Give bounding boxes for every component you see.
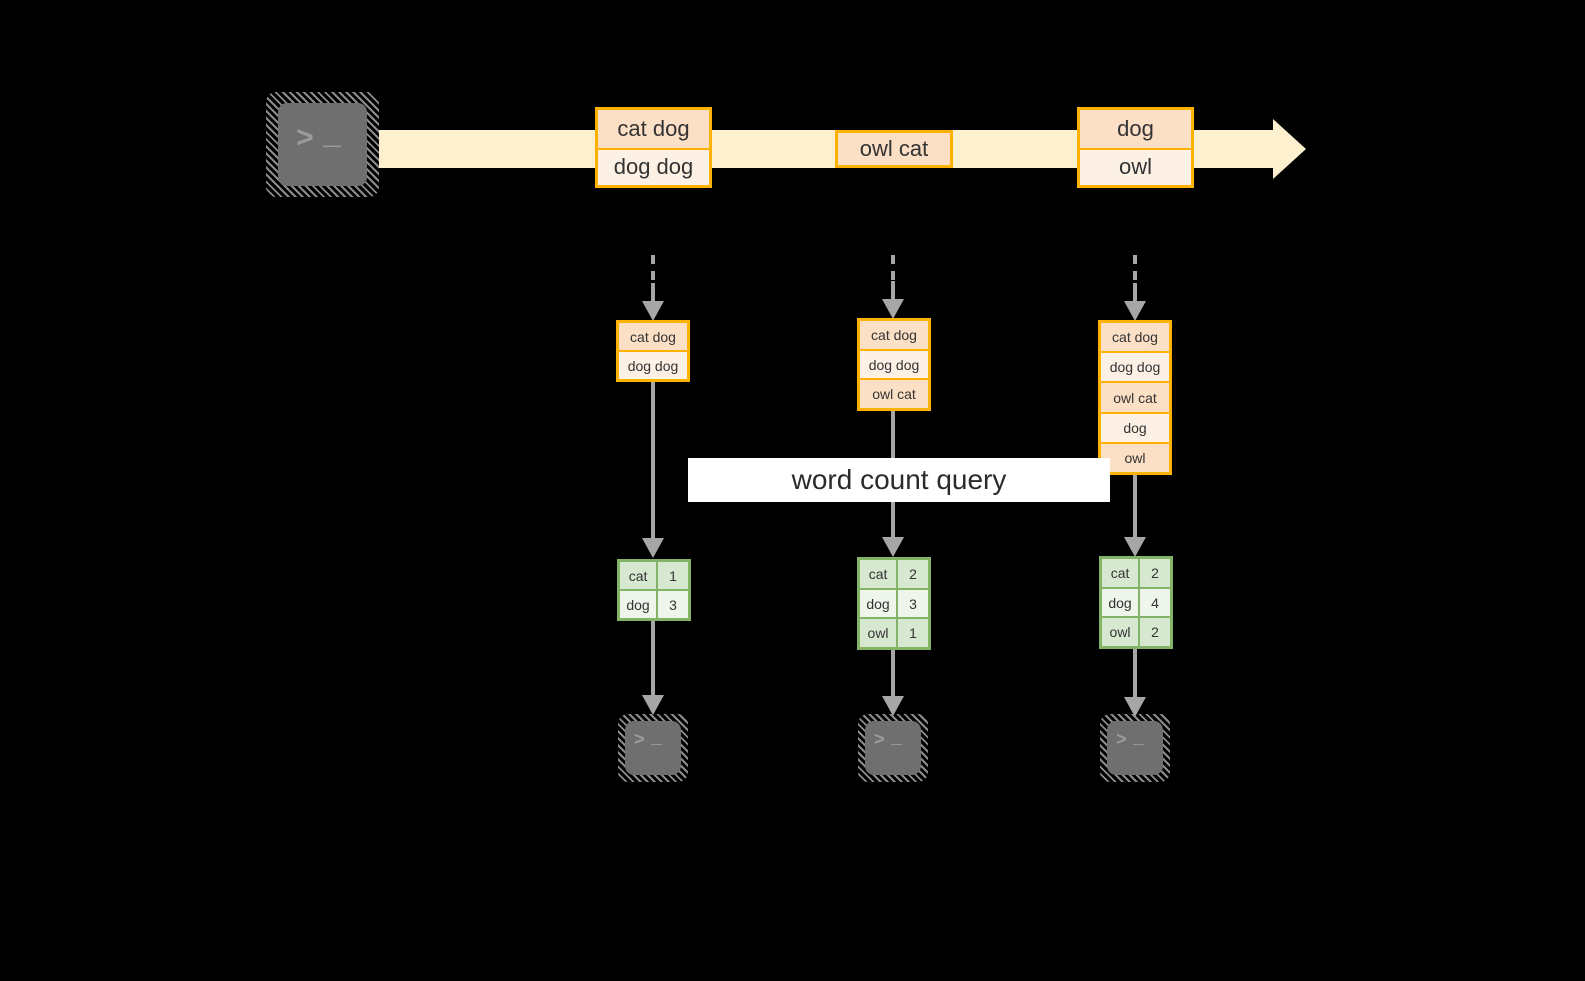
snapshot-line: cat dog	[619, 323, 687, 350]
connector-line	[1133, 283, 1137, 303]
result-word: owl	[860, 619, 899, 648]
terminal-cursor-glyph: _	[1133, 729, 1144, 749]
terminal-prompt-glyph: >	[1116, 731, 1127, 751]
result-count: 2	[1140, 559, 1170, 587]
connector-line	[651, 382, 655, 540]
result-word: dog	[860, 589, 899, 618]
snapshot-stack[interactable]: cat dog dog dog owl cat dog owl	[1098, 320, 1172, 475]
terminal-cursor-glyph: _	[651, 729, 662, 749]
snapshot-line: owl cat	[860, 378, 928, 409]
result-table[interactable]: cat 2 dog 3 owl 1	[857, 557, 931, 650]
result-count: 2	[1140, 618, 1170, 647]
stream-message-line: owl	[1080, 147, 1191, 185]
snapshot-stack[interactable]: cat dog dog dog	[616, 320, 690, 382]
table-row: owl 2	[1102, 616, 1170, 647]
result-count: 3	[898, 589, 928, 618]
result-count: 1	[658, 562, 688, 589]
connector-arrowhead	[642, 538, 664, 558]
stream-arrowhead	[1273, 119, 1306, 179]
connector-arrowhead	[1124, 697, 1146, 717]
table-row: dog 3	[860, 587, 928, 618]
terminal-body	[278, 103, 367, 186]
table-row: dog 3	[620, 589, 688, 618]
terminal-body	[1107, 721, 1163, 775]
consumer-terminal-icon[interactable]: > _	[858, 714, 928, 782]
snapshot-line: dog	[1101, 411, 1169, 442]
result-table[interactable]: cat 2 dog 4 owl 2	[1099, 556, 1173, 649]
result-word: cat	[860, 560, 899, 588]
snapshot-line: cat dog	[1101, 323, 1169, 352]
terminal-prompt-glyph: >	[874, 731, 885, 751]
snapshot-line: owl cat	[1101, 381, 1169, 412]
result-word: dog	[620, 591, 659, 618]
query-label: word count query	[688, 458, 1110, 502]
snapshot-line: owl	[1101, 441, 1169, 473]
terminal-prompt-glyph: >	[296, 123, 315, 157]
producer-terminal-icon[interactable]: > _	[266, 92, 379, 197]
connector-dash	[1133, 255, 1137, 283]
snapshot-line: dog dog	[619, 350, 687, 379]
stream-message[interactable]: owl cat	[835, 130, 953, 168]
stream-message-line: dog	[1080, 110, 1191, 148]
result-word: cat	[1102, 559, 1141, 587]
result-table[interactable]: cat 1 dog 3	[617, 559, 691, 621]
terminal-body	[625, 721, 681, 775]
terminal-body	[865, 721, 921, 775]
connector-line	[891, 281, 895, 301]
terminal-cursor-glyph: _	[323, 120, 342, 154]
table-row: cat 2	[860, 560, 928, 588]
terminal-prompt-glyph: >	[634, 731, 645, 751]
connector-arrowhead	[642, 695, 664, 715]
table-row: owl 1	[860, 617, 928, 648]
table-row: dog 4	[1102, 586, 1170, 617]
table-row: cat 2	[1102, 559, 1170, 587]
stream-message-line: owl cat	[838, 133, 950, 165]
connector-dash	[651, 255, 655, 283]
connector-line	[1133, 475, 1137, 539]
terminal-cursor-glyph: _	[891, 729, 902, 749]
result-word: owl	[1102, 618, 1141, 647]
snapshot-line: dog dog	[860, 348, 928, 379]
result-count: 1	[898, 619, 928, 648]
connector-arrowhead	[642, 301, 664, 321]
connector-arrowhead	[882, 537, 904, 557]
connector-arrowhead	[1124, 301, 1146, 321]
result-count: 2	[898, 560, 928, 588]
snapshot-line: dog dog	[1101, 351, 1169, 382]
connector-arrowhead	[882, 299, 904, 319]
connector-line	[651, 283, 655, 303]
stream-message-line: cat dog	[598, 110, 709, 148]
stream-message[interactable]: dog owl	[1077, 107, 1194, 188]
consumer-terminal-icon[interactable]: > _	[618, 714, 688, 782]
snapshot-stack[interactable]: cat dog dog dog owl cat	[857, 318, 931, 411]
result-word: cat	[620, 562, 659, 589]
connector-arrowhead	[1124, 537, 1146, 557]
connector-line	[651, 621, 655, 697]
result-count: 3	[658, 591, 688, 618]
table-row: cat 1	[620, 562, 688, 589]
connector-dash	[891, 255, 895, 281]
query-label-text: word count query	[791, 464, 1007, 495]
connector-line	[891, 650, 895, 698]
consumer-terminal-icon[interactable]: > _	[1100, 714, 1170, 782]
result-word: dog	[1102, 588, 1141, 617]
connector-arrowhead	[882, 696, 904, 716]
stream-message[interactable]: cat dog dog dog	[595, 107, 712, 188]
snapshot-line: cat dog	[860, 321, 928, 349]
result-count: 4	[1140, 588, 1170, 617]
connector-line	[1133, 649, 1137, 699]
stream-message-line: dog dog	[598, 147, 709, 185]
